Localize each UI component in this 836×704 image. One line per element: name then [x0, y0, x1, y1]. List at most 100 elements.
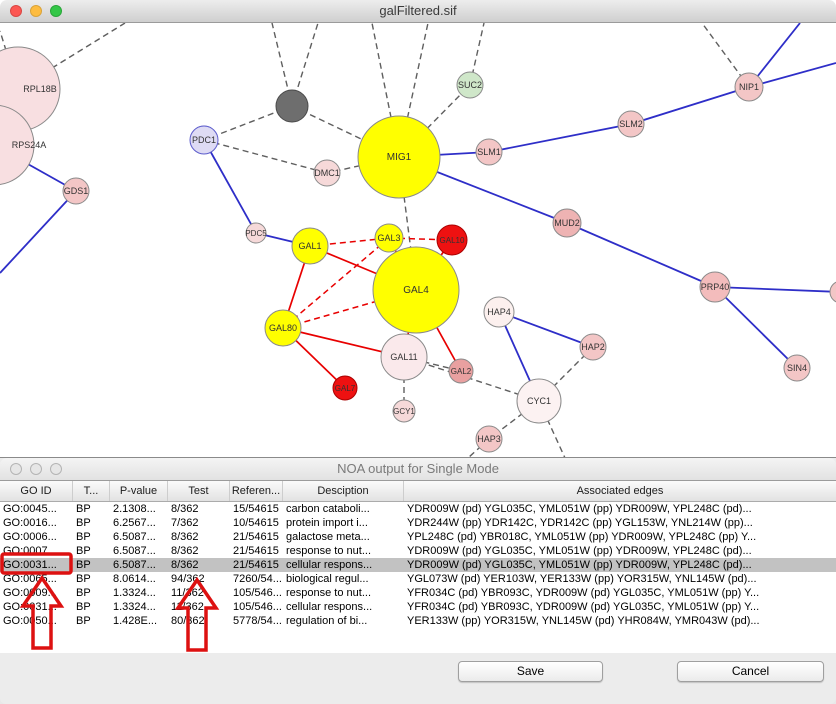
- column-header[interactable]: Referen...: [230, 481, 283, 501]
- graph-edge[interactable]: [714, 286, 836, 293]
- graph-node-nip1[interactable]: [734, 72, 764, 102]
- zoom-button[interactable]: [50, 463, 62, 475]
- table-cell: BP: [76, 517, 91, 529]
- column-header[interactable]: Test: [168, 481, 230, 501]
- table-cell: 8/362: [171, 545, 199, 557]
- table-cell: protein import i...: [286, 517, 368, 529]
- graph-node-gal7[interactable]: [332, 375, 358, 401]
- graph-node-mig1[interactable]: [357, 115, 441, 199]
- table-cell: 1.3324...: [113, 587, 156, 599]
- graph-node-cyc1[interactable]: [516, 378, 562, 424]
- zoom-button[interactable]: [50, 5, 62, 17]
- graph-node-label: GAL4: [403, 285, 429, 296]
- table-cell: 105/546...: [233, 587, 282, 599]
- table-cell: BP: [76, 587, 91, 599]
- column-header[interactable]: Associated edges: [576, 485, 664, 497]
- graph-edge[interactable]: [398, 84, 471, 158]
- graph-node-gds1[interactable]: [62, 177, 90, 205]
- table-cell: GO:0031...: [3, 601, 57, 613]
- graph-edge[interactable]: [282, 237, 390, 329]
- table-cell: GO:0006...: [3, 531, 57, 543]
- window-title: NOA output for Single Mode: [337, 461, 499, 476]
- graph-node-gal11[interactable]: [380, 333, 428, 381]
- column-header[interactable]: Desciption: [283, 481, 404, 501]
- graph-node-gal1[interactable]: [291, 227, 329, 265]
- graph-edge[interactable]: [203, 139, 328, 174]
- table-cell: 6.5087...: [113, 531, 156, 543]
- graph-node-gcy1[interactable]: [392, 399, 416, 423]
- graph-node-pdc1[interactable]: [189, 125, 219, 155]
- table-cell: BP: [76, 531, 91, 543]
- graph-node-gal10[interactable]: [436, 224, 468, 256]
- graph-edge[interactable]: [488, 123, 632, 153]
- noa-window-titlebar[interactable]: NOA output for Single Mode: [0, 458, 836, 481]
- graph-node-gal3[interactable]: [374, 223, 404, 253]
- graph-edge[interactable]: [748, 62, 836, 88]
- graph-node-slm1[interactable]: [475, 138, 503, 166]
- graph-node-label: MUD2: [554, 218, 580, 228]
- table-cell: carbon cataboli...: [286, 503, 370, 515]
- save-button[interactable]: Save: [458, 661, 603, 682]
- graph-node-gal4[interactable]: [372, 246, 460, 334]
- table-cell: GO:0045...: [3, 503, 57, 515]
- graph-node-label: SUC2: [458, 80, 482, 90]
- graph-node-label: SIN4: [787, 363, 807, 373]
- table-cell: 8.0614...: [113, 573, 156, 585]
- graph-node-suc2[interactable]: [456, 71, 484, 99]
- table-cell: 7/362: [171, 517, 199, 529]
- graph-edge[interactable]: [0, 190, 77, 274]
- graph-node-label: NIP1: [739, 82, 759, 92]
- graph-node-label: SLM1: [477, 147, 501, 157]
- graph-edge[interactable]: [630, 86, 750, 125]
- column-header[interactable]: P-value: [110, 481, 168, 501]
- graph-node-prp40[interactable]: [699, 271, 731, 303]
- graph-node-label: GAL3: [377, 233, 400, 243]
- graph-edge[interactable]: [498, 311, 594, 348]
- graph-edge[interactable]: [203, 139, 257, 234]
- graph-node-hap4[interactable]: [483, 296, 515, 328]
- graph-node-sin4[interactable]: [783, 354, 811, 382]
- graph-node-pdc5[interactable]: [245, 222, 267, 244]
- column-header[interactable]: GO ID: [0, 481, 73, 501]
- cancel-button[interactable]: Cancel: [677, 661, 824, 682]
- graph-node-slm2[interactable]: [617, 110, 645, 138]
- graph-node-label: SLM2: [619, 119, 643, 129]
- close-button[interactable]: [10, 5, 22, 17]
- table-cell: cellular respons...: [286, 601, 373, 613]
- graph-node-label: CYC1: [527, 396, 551, 406]
- column-header[interactable]: T...: [73, 481, 110, 501]
- graph-node-gray1[interactable]: [275, 89, 309, 123]
- graph-edge[interactable]: [403, 356, 540, 402]
- graph-node-rps24a[interactable]: [0, 104, 35, 186]
- graph-node-hap3[interactable]: [475, 425, 503, 453]
- minimize-button[interactable]: [30, 463, 42, 475]
- graph-edge[interactable]: [566, 222, 716, 288]
- graph-node-edge1[interactable]: [829, 281, 836, 303]
- graph-node-gal2[interactable]: [448, 358, 474, 384]
- graph-node-gal80[interactable]: [264, 309, 302, 347]
- graph-node-mud2[interactable]: [552, 208, 582, 238]
- graph-node-hap2[interactable]: [579, 333, 607, 361]
- minimize-button[interactable]: [30, 5, 42, 17]
- graph-edge[interactable]: [714, 286, 798, 369]
- table-cell: 5778/54...: [233, 615, 282, 627]
- graph-node-dmc1[interactable]: [313, 159, 341, 187]
- graph-node-label: GAL1: [298, 241, 321, 251]
- network-window-titlebar[interactable]: galFiltered.sif: [0, 0, 836, 23]
- table-cell: 10/54615: [233, 517, 279, 529]
- window-title: galFiltered.sif: [379, 3, 457, 18]
- close-button[interactable]: [10, 463, 22, 475]
- table-cell: BP: [76, 573, 91, 585]
- table-cell: 11/362: [171, 587, 204, 599]
